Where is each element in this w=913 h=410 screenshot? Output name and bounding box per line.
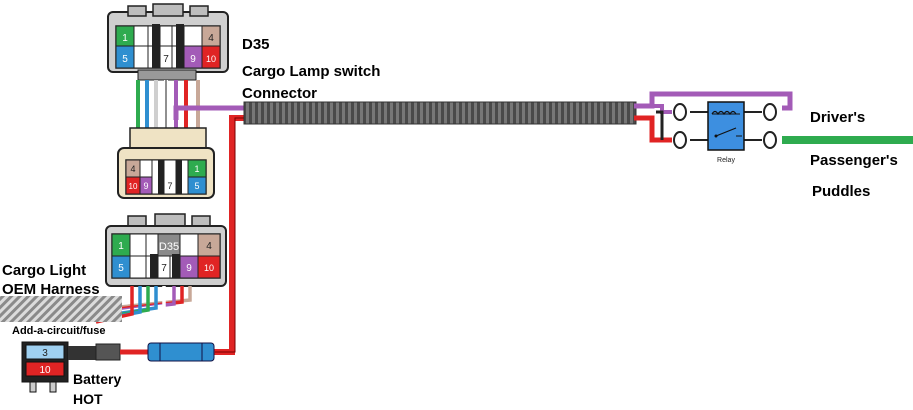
- mid-pin-5: [187, 176, 207, 195]
- relay: Relay: [707, 101, 745, 164]
- svg-text:9: 9: [190, 54, 196, 65]
- top-pin-10: [201, 45, 221, 69]
- relay-wiring: [634, 91, 913, 144]
- svg-text:4: 4: [206, 241, 212, 252]
- svg-text:1: 1: [118, 241, 124, 252]
- top-wire-bundle: [136, 80, 200, 132]
- bottom-pin-10: [197, 255, 221, 279]
- svg-text:9: 9: [186, 263, 192, 274]
- svg-text:7: 7: [161, 263, 167, 274]
- connector-name-line1: Cargo Lamp switch: [242, 63, 381, 80]
- battery-label-line1: Battery: [73, 371, 122, 387]
- bottom-connector: D35 1 4 5 7 9 10: [105, 213, 227, 287]
- trigger-wire-purple: [173, 105, 246, 120]
- svg-text:7: 7: [167, 181, 172, 191]
- top-connector: 1 4 5 7 9 10: [107, 3, 229, 81]
- svg-text:1: 1: [122, 33, 128, 44]
- bottom-connector-id: D35: [159, 241, 179, 253]
- main-wire-loom: [243, 101, 637, 125]
- svg-text:4: 4: [208, 33, 214, 44]
- battery-label-line2: HOT: [73, 391, 103, 407]
- svg-text:5: 5: [118, 263, 124, 274]
- harness-label-line1: Cargo Light: [2, 262, 87, 279]
- svg-text:10: 10: [206, 54, 216, 64]
- svg-text:7: 7: [163, 54, 169, 65]
- connector-name-line2: Connector: [242, 85, 317, 102]
- svg-text:5: 5: [122, 54, 128, 65]
- harness-label-line2: OEM Harness: [2, 281, 100, 298]
- svg-text:1: 1: [194, 164, 199, 174]
- fuse-value-bottom: 10: [39, 365, 51, 376]
- svg-text:10: 10: [129, 182, 138, 191]
- svg-text:10: 10: [204, 263, 214, 273]
- svg-text:5: 5: [194, 181, 199, 191]
- add-a-circuit-fuse: 3 10: [21, 341, 215, 393]
- svg-text:4: 4: [130, 164, 135, 174]
- passengers-label: Passenger's: [810, 152, 898, 169]
- oem-harness-loom: [0, 296, 122, 322]
- middle-connector: 4 10 9 7 1 5: [117, 127, 215, 199]
- relay-label: Relay: [717, 157, 735, 164]
- puddles-label: Puddles: [812, 183, 871, 200]
- add-a-circuit-label: Add-a-circuit/fuse: [12, 325, 106, 337]
- connector-id-label: D35: [242, 36, 270, 53]
- fuse-value-top: 3: [42, 348, 48, 359]
- relay-terminals: [673, 103, 777, 149]
- drivers-label: Driver's: [810, 109, 866, 126]
- svg-text:9: 9: [143, 181, 148, 191]
